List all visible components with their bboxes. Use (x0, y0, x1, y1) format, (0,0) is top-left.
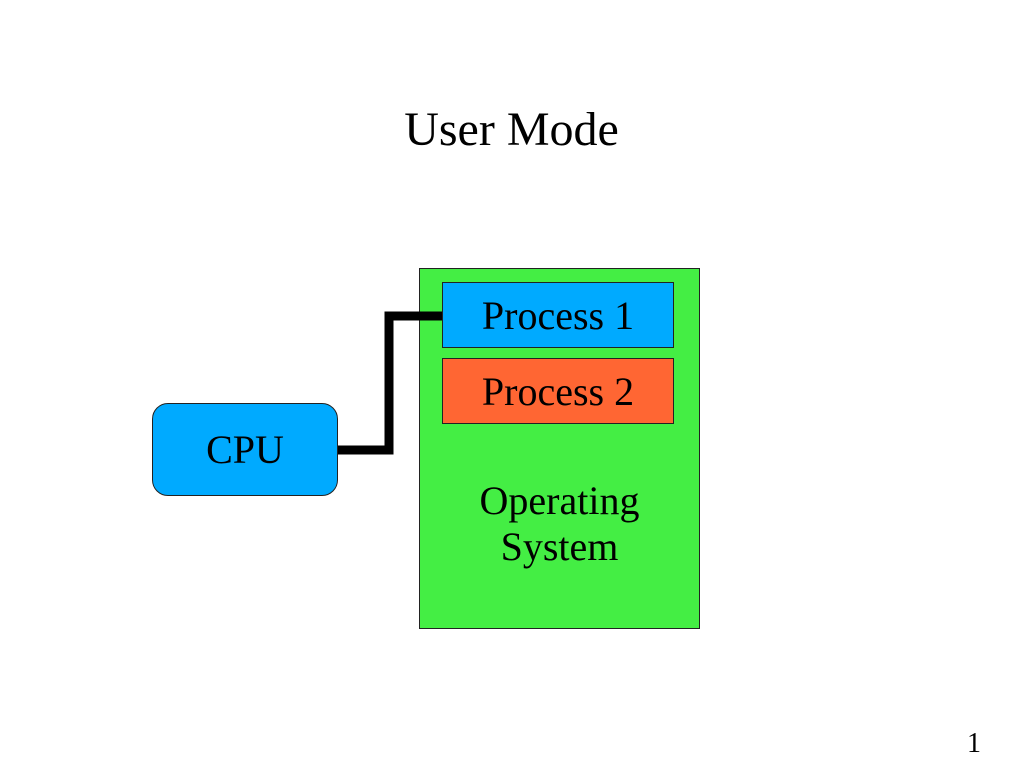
process-1-label: Process 1 (481, 292, 635, 338)
process-2-box: Process 2 (442, 358, 674, 424)
operating-system-label-line2: System (500, 524, 619, 569)
page-number: 1 (967, 728, 981, 759)
cpu-label: CPU (206, 427, 284, 472)
operating-system-label-line1: Operating (479, 478, 640, 523)
process-1-box: Process 1 (442, 282, 674, 348)
operating-system-label: Operating System (419, 478, 700, 570)
slide-title: User Mode (404, 103, 619, 156)
process-2-label: Process 2 (481, 368, 635, 414)
cpu-box: CPU (152, 403, 338, 496)
